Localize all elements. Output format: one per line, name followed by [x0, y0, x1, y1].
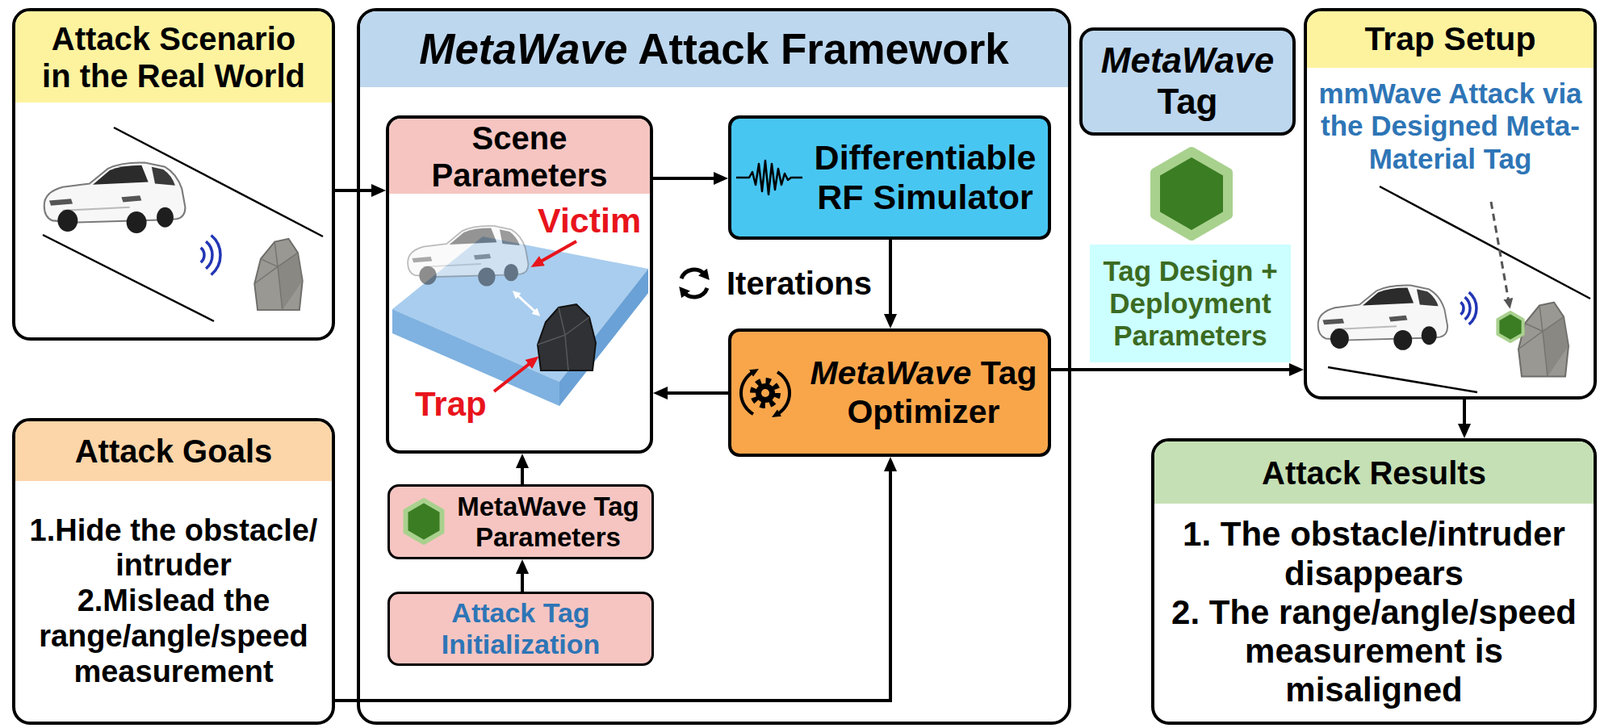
italic-word: MetaWave [809, 354, 972, 392]
gear-icon [777, 372, 790, 415]
text-label: MetaWave Tag Parameters [449, 491, 647, 553]
scenario-illustration [201, 235, 221, 276]
text-label: Scene Parameters [397, 119, 642, 194]
text-label: MetaWave Tag [1089, 40, 1286, 122]
scenario-illustration [201, 247, 205, 263]
header-band: Attack Goals [15, 421, 332, 482]
scenario-illustration [44, 162, 186, 233]
scenario-illustration [254, 238, 303, 310]
goals-panel: Attack Goals 1.Hide the obstacle/ intrude… [12, 418, 336, 725]
text-label: Attack Tag Initialization [394, 597, 647, 661]
scenario-illustration [42, 234, 214, 322]
text-label: MetaWave Tag Optimizer [804, 354, 1043, 431]
panel-body: mmWave Attack via the Designed Meta-Mate… [1306, 67, 1594, 397]
flow-arrow [662, 391, 729, 395]
text-label: Differentiable RF Simulator [807, 138, 1043, 218]
scene-illustration [537, 304, 596, 371]
scene-panel: Scene ParametersVictimTrap [385, 115, 654, 454]
simulator-box: Differentiable RF Simulator [728, 115, 1052, 240]
panel-body: 1.Hide the obstacle/ intruder2.Mislead t… [15, 481, 332, 722]
trap-illustration [1497, 312, 1523, 342]
text-label: Attack Scenario in the Real World [37, 20, 310, 95]
flow-arrow [520, 463, 524, 485]
text-label: mmWave Attack via the Designed Meta-Mate… [1313, 77, 1588, 176]
text-label: MetaWave Attack Framework [418, 25, 1010, 75]
loop-label: Iterations [726, 264, 872, 302]
metawave-hexagon [1155, 151, 1228, 236]
text-label: Attack Goals [75, 432, 273, 470]
text-label: 1. The obstacle/intruder disappears [1162, 515, 1586, 594]
gear-icon [753, 381, 778, 406]
text-label: 2. The range/angle/speed measurement is … [1162, 593, 1586, 711]
flow-arrow [653, 176, 719, 181]
iterations-icon [683, 288, 708, 298]
flow-arrow [335, 188, 377, 193]
text-label: Victim [537, 201, 641, 241]
scenario-illustration [205, 241, 213, 269]
text-label: Trap [414, 385, 487, 424]
trap-illustration [1318, 284, 1449, 350]
optimizer-box: MetaWave Tag Optimizer [728, 328, 1052, 457]
tag-parameters-box: MetaWave Tag Parameters [387, 484, 654, 560]
flow-arrow [888, 239, 893, 319]
header-band: Attack Scenario in the Real World [15, 11, 332, 103]
flow-arrow [335, 466, 891, 701]
scene-illustration [516, 294, 537, 313]
iterations-icon [681, 269, 705, 279]
flow-arrow [520, 569, 524, 592]
header-band: Trap Setup [1306, 11, 1594, 68]
trap-illustration [1518, 302, 1569, 377]
waveform-icon [736, 160, 803, 195]
flow-arrow [1051, 368, 1295, 372]
initialization-box: Attack Tag Initialization [387, 591, 654, 666]
text-label: Trap Setup [1365, 20, 1537, 59]
trap-illustration [1460, 292, 1477, 325]
trap-illustration [1460, 301, 1464, 315]
panel-body: 1. The obstacle/intruder disappears2. Th… [1154, 503, 1594, 722]
trap-illustration [1465, 297, 1471, 320]
gear-icon [755, 383, 775, 403]
text-label: 1.Hide the obstacle/ intruder [23, 513, 324, 584]
trap-illustration [1491, 201, 1509, 302]
text-label: Attack Results [1261, 454, 1487, 492]
header-band: Attack Results [1154, 441, 1594, 504]
header-band: MetaWave Attack Framework [360, 11, 1069, 88]
flow-arrow [1462, 399, 1466, 429]
trap-illustration [1327, 367, 1478, 393]
hexagon-icon [406, 500, 443, 543]
iterations-icon [681, 269, 708, 298]
results-panel: Attack Results 1. The obstacle/intruder d… [1151, 438, 1597, 725]
trap-panel: Trap Setup mmWave Attack via the Designed… [1303, 8, 1597, 400]
italic-word: MetaWave [418, 25, 628, 73]
scenario-panel: Attack Scenario in the Real World [12, 8, 336, 341]
scenario-illustration [211, 235, 221, 276]
italic-word: MetaWave [1101, 40, 1274, 80]
tag-box: MetaWave Tag [1079, 27, 1296, 136]
trap-illustration [1379, 186, 1591, 299]
text-label: 2.Mislead the range/angle/speed measurem… [23, 583, 324, 690]
scene-illustration [407, 226, 528, 287]
scene-illustration [494, 362, 532, 392]
scene-illustration [537, 307, 590, 371]
scene-illustration [539, 241, 577, 263]
panel-body [15, 102, 332, 338]
header-band: Scene Parameters [389, 118, 650, 194]
tag-design-box: Tag Design + Deployment Parameters [1089, 244, 1291, 363]
framework-panel: MetaWave Attack Framework Scene Paramete… [356, 8, 1072, 725]
gear-icon [741, 372, 754, 415]
trap-illustration [1469, 292, 1477, 325]
gear-icon [761, 389, 770, 398]
text-label: Tag Design + Deployment Parameters [1097, 255, 1283, 353]
